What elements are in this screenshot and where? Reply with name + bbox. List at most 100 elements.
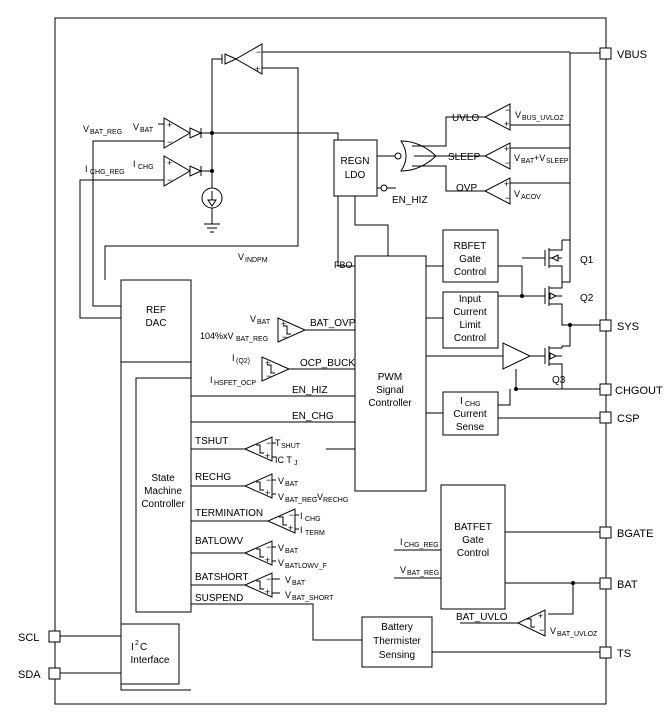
svg-text:V: V — [250, 314, 256, 324]
rechg-comparator — [243, 473, 273, 499]
svg-text:V: V — [285, 590, 291, 600]
svg-text:+: + — [265, 451, 270, 461]
pin-scl: SCL — [18, 630, 61, 644]
svg-text:LDO: LDO — [345, 170, 366, 181]
svg-text:RBFET: RBFET — [454, 241, 487, 252]
svg-text:Controller: Controller — [141, 499, 185, 510]
svg-text:+: + — [504, 119, 509, 129]
svg-text:BAT_SHORT: BAT_SHORT — [292, 595, 334, 602]
svg-text:(Q2): (Q2) — [236, 358, 250, 365]
batshort-label: BATSHORT — [195, 572, 249, 583]
ocp-buck-label: OCP_BUCK — [300, 358, 355, 369]
rechg-label: RECHG — [195, 472, 231, 483]
svg-text:−: − — [167, 137, 172, 147]
svg-text:Sense: Sense — [456, 422, 485, 433]
svg-text:CHG: CHG — [305, 516, 321, 523]
pin-sys-label: SYS — [617, 321, 639, 333]
svg-text:BAT_REG: BAT_REG — [236, 336, 268, 343]
svg-text:−: − — [266, 574, 271, 584]
ichg-reg-ref-wire — [79, 179, 164, 319]
tshut-comparator — [243, 436, 273, 462]
en-hiz-top-label: EN_HIZ — [392, 195, 428, 206]
pin-csp-label: CSP — [617, 413, 640, 425]
svg-text:SLEEP: SLEEP — [546, 158, 569, 165]
svg-text:Q2: Q2 — [580, 293, 594, 304]
svg-text:I: I — [210, 375, 213, 385]
vindpm-ref-wire — [104, 67, 299, 280]
svg-text:Control: Control — [454, 333, 486, 344]
svg-text:+: + — [255, 64, 260, 74]
svg-text:Interface: Interface — [131, 655, 170, 666]
svg-text:I: I — [300, 511, 303, 521]
svg-text:−: − — [505, 193, 510, 203]
svg-text:−: − — [289, 510, 294, 520]
svg-text:TERM: TERM — [305, 530, 325, 537]
pin-vbus-label: VBUS — [617, 49, 647, 61]
svg-text:V: V — [278, 558, 284, 568]
svg-text:−: − — [266, 475, 271, 485]
svg-text:DAC: DAC — [145, 318, 166, 329]
svg-text:+: + — [265, 358, 270, 368]
ovp-label: OVP — [456, 183, 477, 194]
svg-text:+: + — [504, 179, 509, 189]
pin-sda-label: SDA — [18, 669, 41, 681]
svg-text:Gate: Gate — [462, 535, 484, 546]
svg-text:Control: Control — [457, 548, 489, 559]
svg-text:+: + — [288, 523, 293, 533]
svg-text:+: + — [281, 319, 286, 329]
svg-text:BAT: BAT — [285, 548, 299, 555]
svg-text:BAT_REG: BAT_REG — [407, 570, 439, 577]
batshort-comparator — [243, 572, 273, 598]
svg-text:V: V — [515, 110, 521, 120]
vbat-reg-diode — [189, 127, 203, 139]
vbat-reg-ref-wire — [92, 140, 164, 307]
svg-text:V: V — [514, 153, 520, 163]
bat-ovp-comparator — [277, 317, 307, 343]
bat-uvlo-label: BAT_UVLO — [456, 612, 508, 623]
pin-bat-label: BAT — [617, 579, 638, 591]
pin-sda: SDA — [18, 667, 61, 681]
svg-text:Current: Current — [453, 307, 487, 318]
svg-text:CHG_REG: CHG_REG — [90, 169, 125, 176]
svg-text:Controller: Controller — [368, 398, 412, 409]
pin-scl-label: SCL — [18, 632, 39, 644]
svg-text:I: I — [232, 353, 235, 363]
svg-text:V: V — [400, 565, 406, 575]
vindpm-label: V — [238, 252, 244, 262]
q2-mosfet: Q2 — [544, 282, 594, 314]
svg-text:SHUT: SHUT — [281, 443, 301, 450]
svg-text:−: − — [505, 158, 510, 168]
termination-label: TERMINATION — [195, 508, 263, 519]
svg-text:RECHG: RECHG — [323, 497, 348, 504]
svg-text:I: I — [85, 164, 88, 174]
vindpm-amp — [234, 43, 263, 75]
pin-csp: CSP — [599, 411, 640, 425]
svg-text:C: C — [140, 642, 147, 653]
svg-text:Limit: Limit — [459, 320, 480, 331]
svg-text:Control: Control — [454, 267, 486, 278]
pin-chgout: CHGOUT — [599, 383, 663, 397]
svg-text:−: − — [282, 332, 287, 342]
batlowv-label: BATLOWV — [195, 536, 243, 547]
pin-chgout-label: CHGOUT — [615, 385, 663, 397]
svg-text:BAT: BAT — [257, 319, 271, 326]
pin-bgate: BGATE — [599, 526, 653, 540]
svg-text:V: V — [278, 476, 284, 486]
svg-text:J: J — [294, 460, 298, 467]
svg-text:State: State — [151, 473, 175, 484]
termination-comparator — [266, 508, 296, 534]
svg-text:V: V — [550, 626, 556, 636]
svg-text:T: T — [275, 438, 281, 448]
svg-text:+: + — [265, 488, 270, 498]
svg-text:HSFET_OCP: HSFET_OCP — [214, 380, 256, 387]
svg-text:−: − — [256, 47, 261, 57]
svg-text:CHG: CHG — [138, 164, 154, 171]
svg-text:+: + — [167, 120, 172, 130]
svg-text:104%xV: 104%xV — [200, 331, 234, 341]
uvlo-label: UVLO — [452, 113, 479, 124]
pin-sys: SYS — [599, 319, 639, 333]
svg-text:V: V — [83, 124, 89, 134]
svg-text:−: − — [266, 438, 271, 448]
pwm-controller-block — [354, 255, 427, 492]
pin-bat: BAT — [599, 577, 638, 591]
